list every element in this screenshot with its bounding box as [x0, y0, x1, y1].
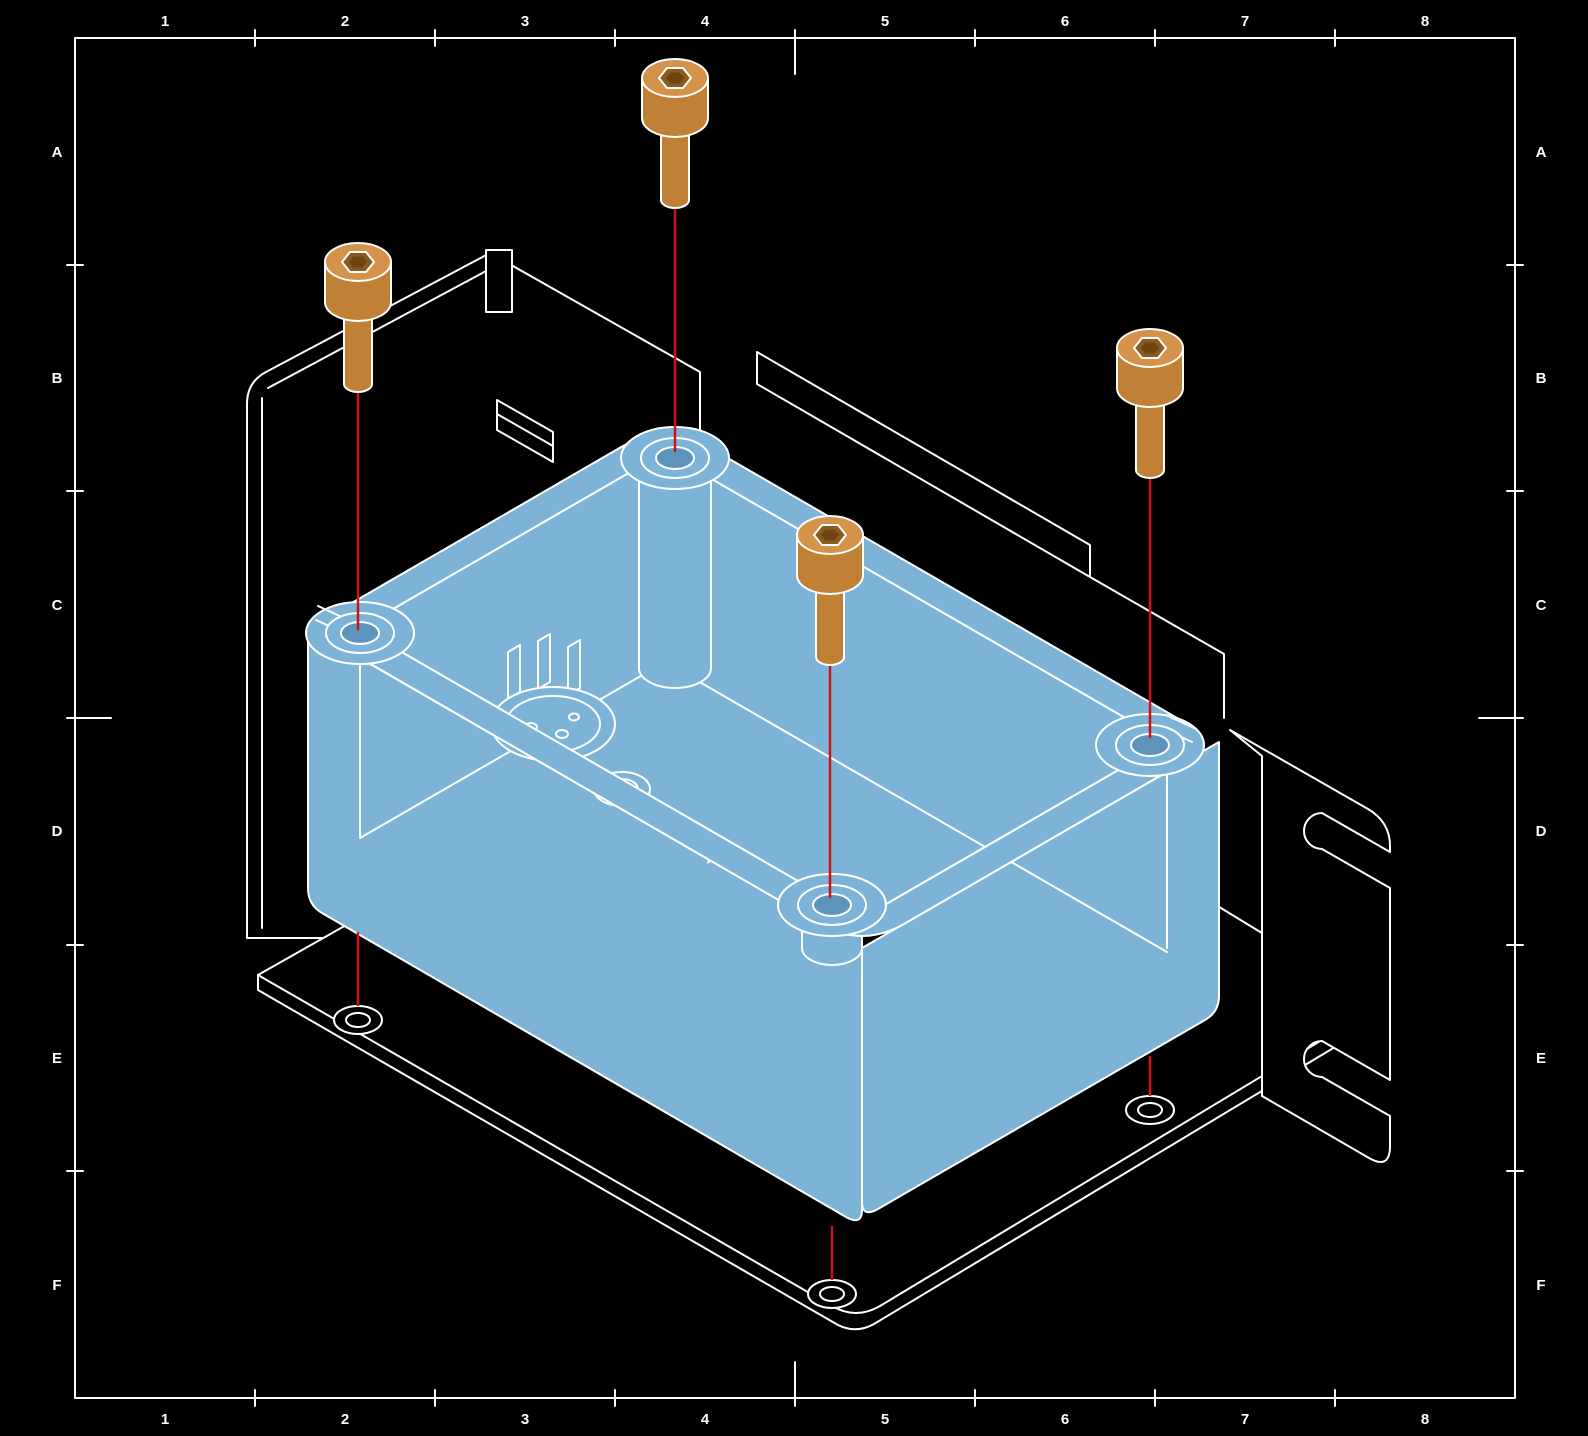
enclosure-screw-hole: [797, 884, 867, 926]
frame-center-marks: [74, 37, 1516, 1399]
enclosure-boss-column: [638, 470, 712, 689]
connector-pin-hole: [555, 729, 569, 739]
bracket-hole: [1125, 1095, 1175, 1125]
row-label-left: F: [52, 1277, 61, 1294]
col-label-top: 8: [1421, 13, 1429, 30]
row-label-right: D: [1536, 823, 1547, 840]
enclosure-right-face: [861, 741, 1220, 1214]
socket-head-screw: [641, 58, 709, 209]
bracket-flange-top-thickness: [267, 269, 489, 389]
row-label-right: C: [1536, 597, 1547, 614]
row-label-right: F: [1536, 1277, 1545, 1294]
bracket-clip-inner: [496, 413, 554, 447]
col-label-bottom: 5: [881, 1411, 889, 1428]
bracket-right-tab: [1229, 729, 1391, 1163]
centerlines: [356, 208, 1152, 1280]
row-label-left: C: [52, 597, 63, 614]
screw-hex-socket-shadow: [349, 256, 367, 268]
screw-hex-socket-shadow: [821, 529, 839, 541]
screw-hex-socket-shadow: [666, 72, 684, 84]
enclosure-left-face: [307, 627, 863, 1222]
screw-shank: [660, 117, 690, 209]
bracket-flange-band-end: [1089, 576, 1225, 719]
screw-hex-socket-shadow: [1141, 342, 1159, 354]
bracket-plate-thickness: [257, 974, 1381, 1331]
screw-shank: [815, 574, 845, 666]
socket-head-screw: [1116, 328, 1184, 479]
screw-shank: [1135, 387, 1165, 479]
row-label-left: B: [52, 370, 63, 387]
socket-head-screw: [796, 515, 864, 666]
screw-shank: [343, 301, 373, 393]
col-label-bottom: 6: [1061, 1411, 1069, 1428]
row-label-right: E: [1536, 1050, 1546, 1067]
col-label-top: 3: [521, 13, 529, 30]
row-label-left: E: [52, 1050, 62, 1067]
row-label-left: A: [52, 144, 63, 161]
row-label-left: D: [52, 823, 63, 840]
enclosure-screw-hole: [1115, 724, 1185, 766]
col-label-top: 2: [341, 13, 349, 30]
col-label-top: 7: [1241, 13, 1249, 30]
enclosure-screw-hole: [325, 612, 395, 654]
col-label-bottom: 8: [1421, 1411, 1429, 1428]
bracket-hole: [333, 1005, 383, 1035]
bracket-hole: [807, 1279, 857, 1309]
col-label-bottom: 3: [521, 1411, 529, 1428]
enclosure-interior-edges: [359, 631, 1168, 953]
socket-head-screw: [324, 242, 392, 393]
col-label-top: 6: [1061, 13, 1069, 30]
connector-pin: [507, 644, 521, 700]
drawing-frame: 1 2 3 4 5 6 7 8 1 2 3 4 5 6 7 8 A B C D …: [52, 13, 1547, 1428]
col-label-top: 4: [701, 13, 710, 30]
row-label-right: B: [1536, 370, 1547, 387]
row-label-right: A: [1536, 144, 1547, 161]
enclosure-screw-hole: [640, 437, 710, 479]
col-label-top: 1: [161, 13, 169, 30]
connector-pin: [567, 639, 581, 696]
col-label-bottom: 1: [161, 1411, 169, 1428]
col-label-bottom: 7: [1241, 1411, 1249, 1428]
screws: [324, 58, 1184, 666]
col-label-bottom: 2: [341, 1411, 349, 1428]
col-label-bottom: 4: [701, 1411, 710, 1428]
connector-pin-hole: [568, 712, 580, 722]
enclosure-box: X: [305, 426, 1220, 1222]
connector-pin: [537, 633, 551, 690]
bracket-top-tab: [485, 249, 513, 313]
col-label-top: 5: [881, 13, 889, 30]
